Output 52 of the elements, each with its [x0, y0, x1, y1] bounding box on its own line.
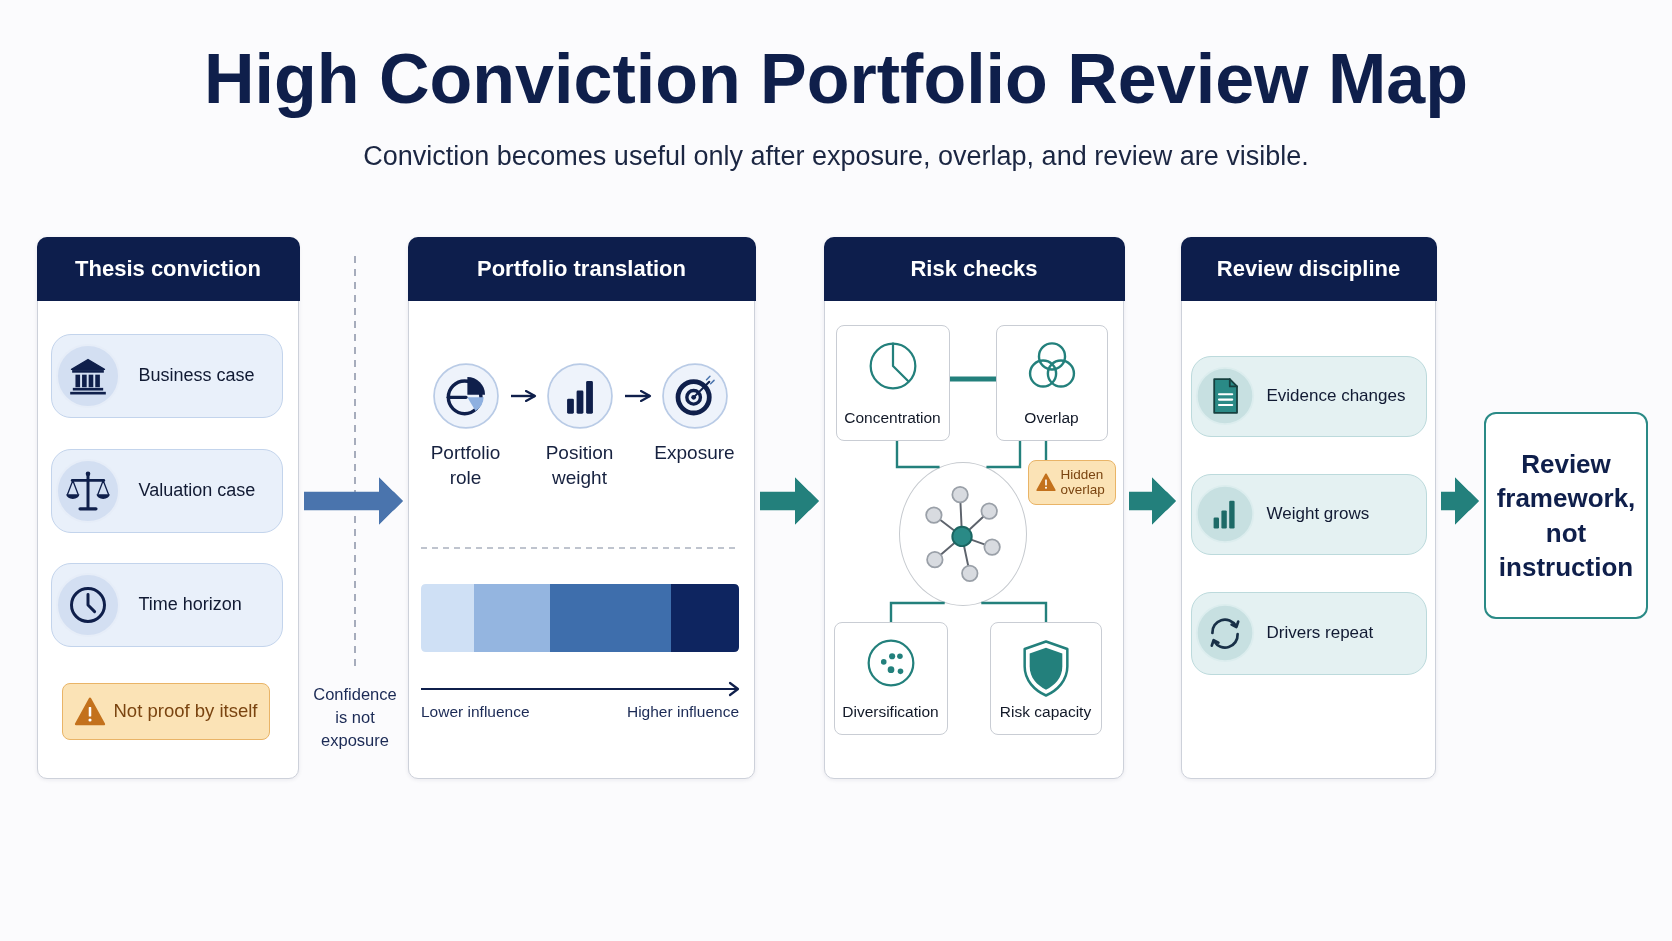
- panel-title: Review discipline: [1216, 255, 1401, 282]
- step-label: Exposure: [654, 440, 735, 465]
- item-label: Drivers repeat: [1266, 623, 1374, 643]
- subtitle: Conviction becomes useful only after exposure, overlap, and review are visible.: [363, 140, 1309, 173]
- check-label: Risk capacity: [999, 702, 1092, 721]
- arrow: [511, 389, 537, 403]
- item-label: Evidence changes: [1266, 386, 1406, 406]
- connector-line: [981, 601, 1048, 622]
- check-card: [989, 621, 1102, 735]
- scale-label: Lower influence: [421, 703, 530, 722]
- check-card: [995, 324, 1108, 441]
- flow-arrow: [760, 477, 819, 525]
- check-label: Overlap: [1024, 408, 1079, 427]
- flow-arrow: [304, 477, 403, 525]
- arrow: [625, 389, 652, 403]
- connector-line: [1044, 441, 1048, 460]
- item-card: [50, 333, 283, 418]
- check-label: Diversification: [842, 702, 939, 721]
- item-card: [1190, 355, 1427, 437]
- connector-line: [950, 376, 996, 382]
- item-card: [1190, 473, 1427, 555]
- connector-line: [895, 441, 940, 469]
- warning-text: Hidden overlap: [1060, 466, 1106, 498]
- flow-arrow: [1129, 477, 1176, 525]
- check-card: [835, 324, 950, 441]
- panel-title: Risk checks: [910, 255, 1038, 282]
- item-label: Weight grows: [1266, 504, 1370, 524]
- connector-line: [986, 441, 1022, 469]
- item-label: Time horizon: [138, 594, 242, 615]
- item-label: Business case: [138, 365, 255, 386]
- connector-line: [889, 601, 945, 622]
- scale-label: Higher influence: [627, 703, 739, 722]
- item-label: Valuation case: [138, 480, 256, 501]
- note-text: Confidence is not exposure: [312, 684, 398, 751]
- item-card: [50, 448, 283, 533]
- check-label: Concentration: [844, 408, 941, 427]
- panel-card: [824, 237, 1124, 779]
- flow-arrow: [1441, 477, 1479, 525]
- item-card: [50, 562, 283, 647]
- conclusion-box: [1484, 412, 1648, 619]
- panel-card: [1181, 237, 1436, 779]
- conclusion-text: Review framework, not instruction: [1495, 447, 1637, 584]
- step-label: Portfolio role: [429, 440, 502, 490]
- check-card: [833, 621, 948, 735]
- item-card: [1190, 591, 1427, 675]
- panel-card: [37, 237, 299, 779]
- panel-title: Thesis conviction: [75, 255, 261, 282]
- warning-note: [61, 682, 270, 740]
- warning-note: [1027, 459, 1116, 505]
- panel-title: Portfolio translation: [477, 255, 686, 282]
- step-label: Position weight: [544, 440, 615, 490]
- warning-text: Not proof by itself: [113, 700, 258, 722]
